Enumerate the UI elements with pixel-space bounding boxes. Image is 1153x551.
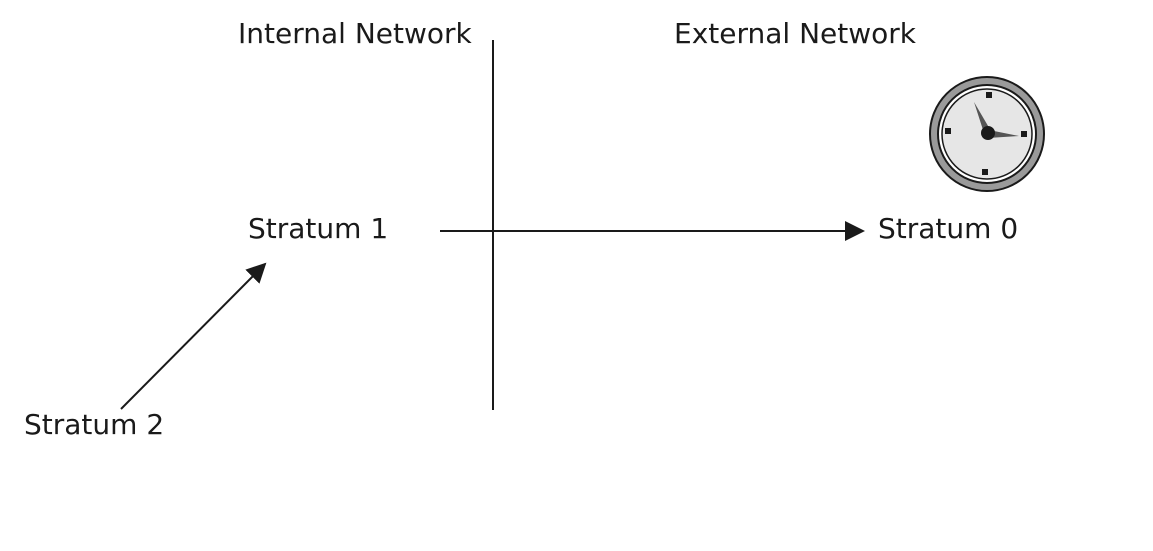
stratum-2-label: Stratum 2 (24, 408, 165, 441)
stratum-0-label: Stratum 0 (878, 212, 1019, 245)
internal-network-label: Internal Network (238, 17, 472, 50)
clock-icon (929, 76, 1045, 192)
external-network-label: External Network (674, 17, 916, 50)
arrow-stratum2-to-stratum1 (120, 262, 267, 410)
stratum-1-label: Stratum 1 (248, 212, 389, 245)
